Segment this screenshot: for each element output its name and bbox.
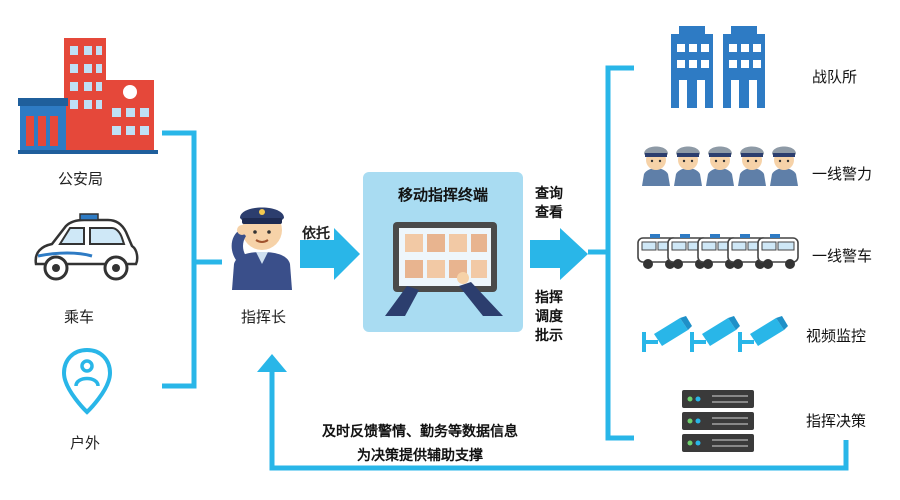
police-officers-icon <box>642 146 798 186</box>
arrow-to-terminal <box>300 228 360 280</box>
terminal-title: 移动指挥终端 <box>397 186 488 204</box>
action-query: 查询 查看 <box>535 186 563 221</box>
action-command: 指挥 调度 批示 <box>535 290 563 344</box>
source-label-car: 乘车 <box>64 308 95 326</box>
arrow-label-rely: 依托 <box>302 226 330 242</box>
police-car-icon <box>34 213 139 281</box>
target-label-cctv: 视频监控 <box>806 327 867 345</box>
tablet-video-grid-icon <box>385 222 503 316</box>
target-label-officers: 一线警力 <box>812 165 873 183</box>
police-officer-icon <box>231 207 292 290</box>
cctv-cameras-icon <box>642 314 790 354</box>
buildings-icon <box>671 26 765 108</box>
target-label-station: 战队所 <box>812 68 858 86</box>
police-station-icon <box>18 38 158 154</box>
source-label-station: 公安局 <box>58 170 104 188</box>
left-bracket <box>162 130 197 389</box>
target-label-cars: 一线警车 <box>812 247 873 265</box>
location-pin-icon <box>61 347 113 415</box>
server-rack-icon <box>682 390 754 452</box>
feedback-line <box>269 360 849 471</box>
source-label-outdoor: 户外 <box>70 434 101 452</box>
feedback-line-2: 为决策提供辅助支撑 <box>357 448 483 464</box>
feedback-arrowhead <box>257 354 287 372</box>
commander-label: 指挥长 <box>241 308 287 326</box>
police-cars-icon <box>637 233 799 270</box>
arrow-to-targets <box>530 228 588 280</box>
mobile-command-terminal-panel: 移动指挥终端 <box>363 172 523 332</box>
feedback-line-1: 及时反馈警情、勤务等数据信息 <box>322 424 518 440</box>
right-bracket <box>605 65 634 441</box>
target-label-decision: 指挥决策 <box>806 412 867 430</box>
feedback-caption: 及时反馈警情、勤务等数据信息 为决策提供辅助支撑 <box>300 420 540 468</box>
